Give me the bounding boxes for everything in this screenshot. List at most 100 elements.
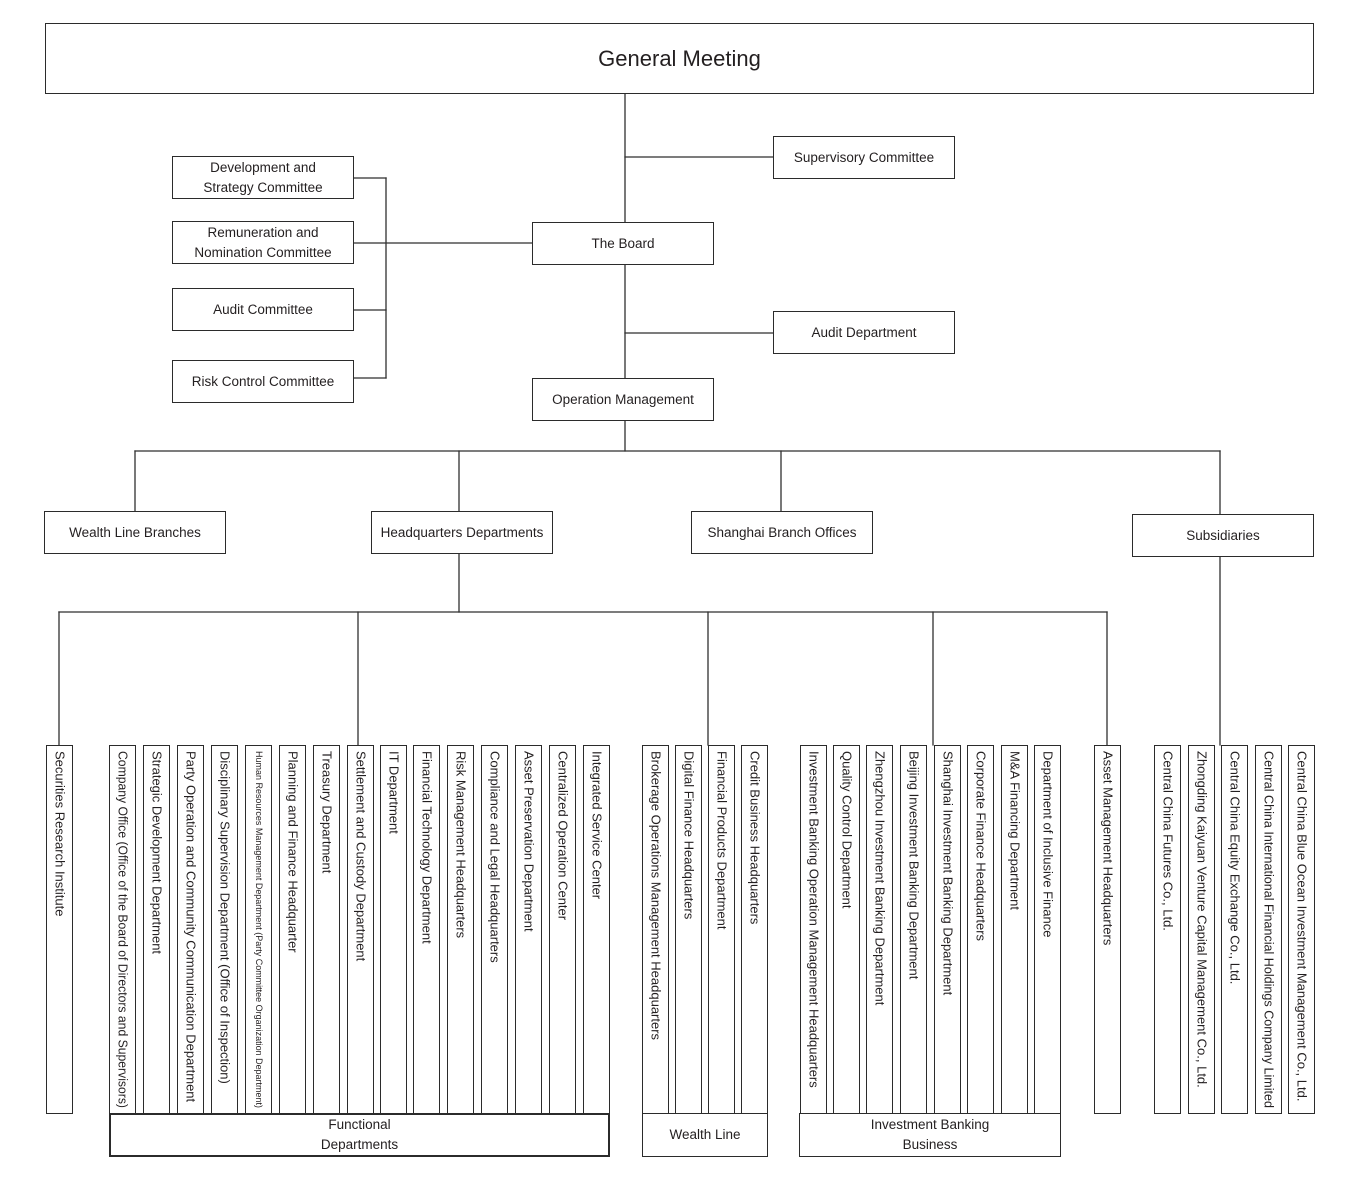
remuneration-nomination-committee-box: Remuneration and Nomination Committee [172,221,354,264]
development-strategy-committee-box: Development and Strategy Committee [172,156,354,199]
unit-treasury: Treasury Department [313,745,340,1114]
unit-label: Financial Products Department [714,751,730,930]
subsidiary-international-financial-holdings: Central China International Financial Ho… [1255,745,1282,1114]
unit-label: Investment Banking Operation Management … [806,751,822,1088]
unit-label: Beijing Investment Banking Department [906,751,922,980]
unit-label: Planning and Finance Headquarter [285,751,301,953]
subsidiary-label: Central China Equity Exchange Co., Ltd. [1227,751,1243,985]
unit-human-resources: Human Resources Management Department (P… [245,745,272,1114]
unit-integrated-service: Integrated Service Center [583,745,610,1114]
wealth-line-branches-box: Wealth Line Branches [44,511,226,554]
general-meeting-label: General Meeting [598,45,761,71]
unit-asset-management: Asset Management Headquarters [1094,745,1121,1114]
committee-label: Risk Control Committee [191,373,335,389]
unit-label: Compliance and Legal Headquarters [487,751,503,963]
unit-label: Asset Preservation Department [521,751,537,932]
unit-credit-business: Credit Business Headquarters [741,745,768,1114]
the-board-label: The Board [591,235,655,251]
unit-it: IT Department [380,745,407,1114]
unit-financial-products: Financial Products Department [708,745,735,1114]
unit-label: M&A Financing Department [1007,751,1023,910]
unit-label: Risk Management Headquarters [453,751,469,939]
unit-label: Company Office (Office of the Board of D… [115,751,131,1108]
unit-asset-preservation: Asset Preservation Department [515,745,542,1114]
headquarters-departments-box: Headquarters Departments [371,511,553,554]
unit-label: Strategic Development Department [149,751,165,955]
unit-risk-management: Risk Management Headquarters [447,745,474,1114]
committee-label: Remuneration and Nomination Committee [194,224,332,260]
unit-label: Party Operation and Community Communicat… [183,751,199,1103]
subsidiaries-label: Subsidiaries [1186,527,1260,543]
supervisory-committee-box: Supervisory Committee [773,136,955,179]
unit-party-operation: Party Operation and Community Communicat… [177,745,204,1114]
unit-disciplinary-supervision: Disciplinary Supervision Department (Off… [211,745,238,1114]
audit-department-label: Audit Department [811,324,917,340]
subsidiary-label: Zhongding Kaiyuan Venture Capital Manage… [1194,751,1210,1088]
unit-ma-financing: M&A Financing Department [1001,745,1028,1114]
subsidiary-zhongding-kaiyuan: Zhongding Kaiyuan Venture Capital Manage… [1188,745,1215,1114]
unit-label: Disciplinary Supervision Department (Off… [217,751,233,1084]
unit-label: Shanghai Investment Banking Department [940,751,956,996]
unit-label: Treasury Department [319,751,335,874]
functional-departments-group: Functional Departments [109,1113,610,1157]
subsidiary-blue-ocean: Central China Blue Ocean Investment Mana… [1288,745,1315,1114]
headquarters-departments-label: Headquarters Departments [380,524,544,540]
committee-label: Development and Strategy Committee [203,159,323,195]
unit-brokerage-operations: Brokerage Operations Management Headquar… [642,745,669,1114]
unit-label: Quality Control Department [839,751,855,909]
unit-company-office: Company Office (Office of the Board of D… [109,745,136,1114]
group-label: Functional Departments [320,1117,399,1152]
committee-label: Audit Committee [213,301,313,317]
unit-label: Corporate Finance Headquarters [973,751,989,942]
unit-label: Asset Management Headquarters [1100,751,1116,946]
investment-banking-group: Investment Banking Business [799,1113,1061,1157]
unit-quality-control: Quality Control Department [833,745,860,1114]
subsidiary-label: Central China Futures Co., Ltd. [1160,751,1176,931]
subsidiary-futures: Central China Futures Co., Ltd. [1154,745,1181,1114]
operation-management-label: Operation Management [552,391,694,407]
unit-label: Zhengzhou Investment Banking Department [872,751,888,1006]
shanghai-branch-offices-box: Shanghai Branch Offices [691,511,873,554]
the-board-box: The Board [532,222,714,265]
unit-strategic-development: Strategic Development Department [143,745,170,1114]
unit-corporate-finance: Corporate Finance Headquarters [967,745,994,1114]
unit-compliance-legal: Compliance and Legal Headquarters [481,745,508,1114]
shanghai-branch-offices-label: Shanghai Branch Offices [707,524,857,540]
unit-label: Centralized Operation Center [555,751,571,921]
unit-label: Settlement and Custody Department [353,751,369,962]
subsidiary-equity-exchange: Central China Equity Exchange Co., Ltd. [1221,745,1248,1114]
unit-securities-research-institute: Securities Research Institute [46,745,73,1114]
unit-settlement-custody: Settlement and Custody Department [347,745,374,1114]
unit-ib-operation-management: Investment Banking Operation Management … [800,745,827,1114]
unit-label: Securities Research Institute [52,751,68,917]
unit-centralized-operation: Centralized Operation Center [549,745,576,1114]
subsidiary-label: Central China Blue Ocean Investment Mana… [1294,751,1310,1102]
unit-label: Human Resources Management Department (P… [253,751,264,1109]
unit-label: Financial Technology Department [419,751,435,944]
unit-label: IT Department [386,751,402,834]
unit-shanghai-ib: Shanghai Investment Banking Department [934,745,961,1114]
unit-label: Department of Inclusive Finance [1040,751,1056,938]
supervisory-committee-label: Supervisory Committee [793,149,935,165]
unit-label: Integrated Service Center [589,751,605,900]
unit-financial-technology: Financial Technology Department [413,745,440,1114]
operation-management-box: Operation Management [532,378,714,421]
unit-label: Credit Business Headquarters [747,751,763,925]
general-meeting-box: General Meeting [45,23,1314,94]
unit-label: Digital Finance Headquarters [681,751,697,920]
wealth-line-group: Wealth Line [642,1113,768,1157]
subsidiary-label: Central China International Financial Ho… [1261,751,1277,1108]
unit-zhengzhou-ib: Zhengzhou Investment Banking Department [866,745,893,1114]
unit-label: Brokerage Operations Management Headquar… [648,751,664,1041]
unit-digital-finance: Digital Finance Headquarters [675,745,702,1114]
wealth-line-branches-label: Wealth Line Branches [69,524,201,540]
group-label: Investment Banking Business [870,1117,990,1152]
unit-beijing-ib: Beijing Investment Banking Department [900,745,927,1114]
subsidiaries-box: Subsidiaries [1132,514,1314,557]
audit-department-box: Audit Department [773,311,955,354]
group-label: Wealth Line [669,1127,741,1142]
audit-committee-box: Audit Committee [172,288,354,331]
unit-inclusive-finance: Department of Inclusive Finance [1034,745,1061,1114]
